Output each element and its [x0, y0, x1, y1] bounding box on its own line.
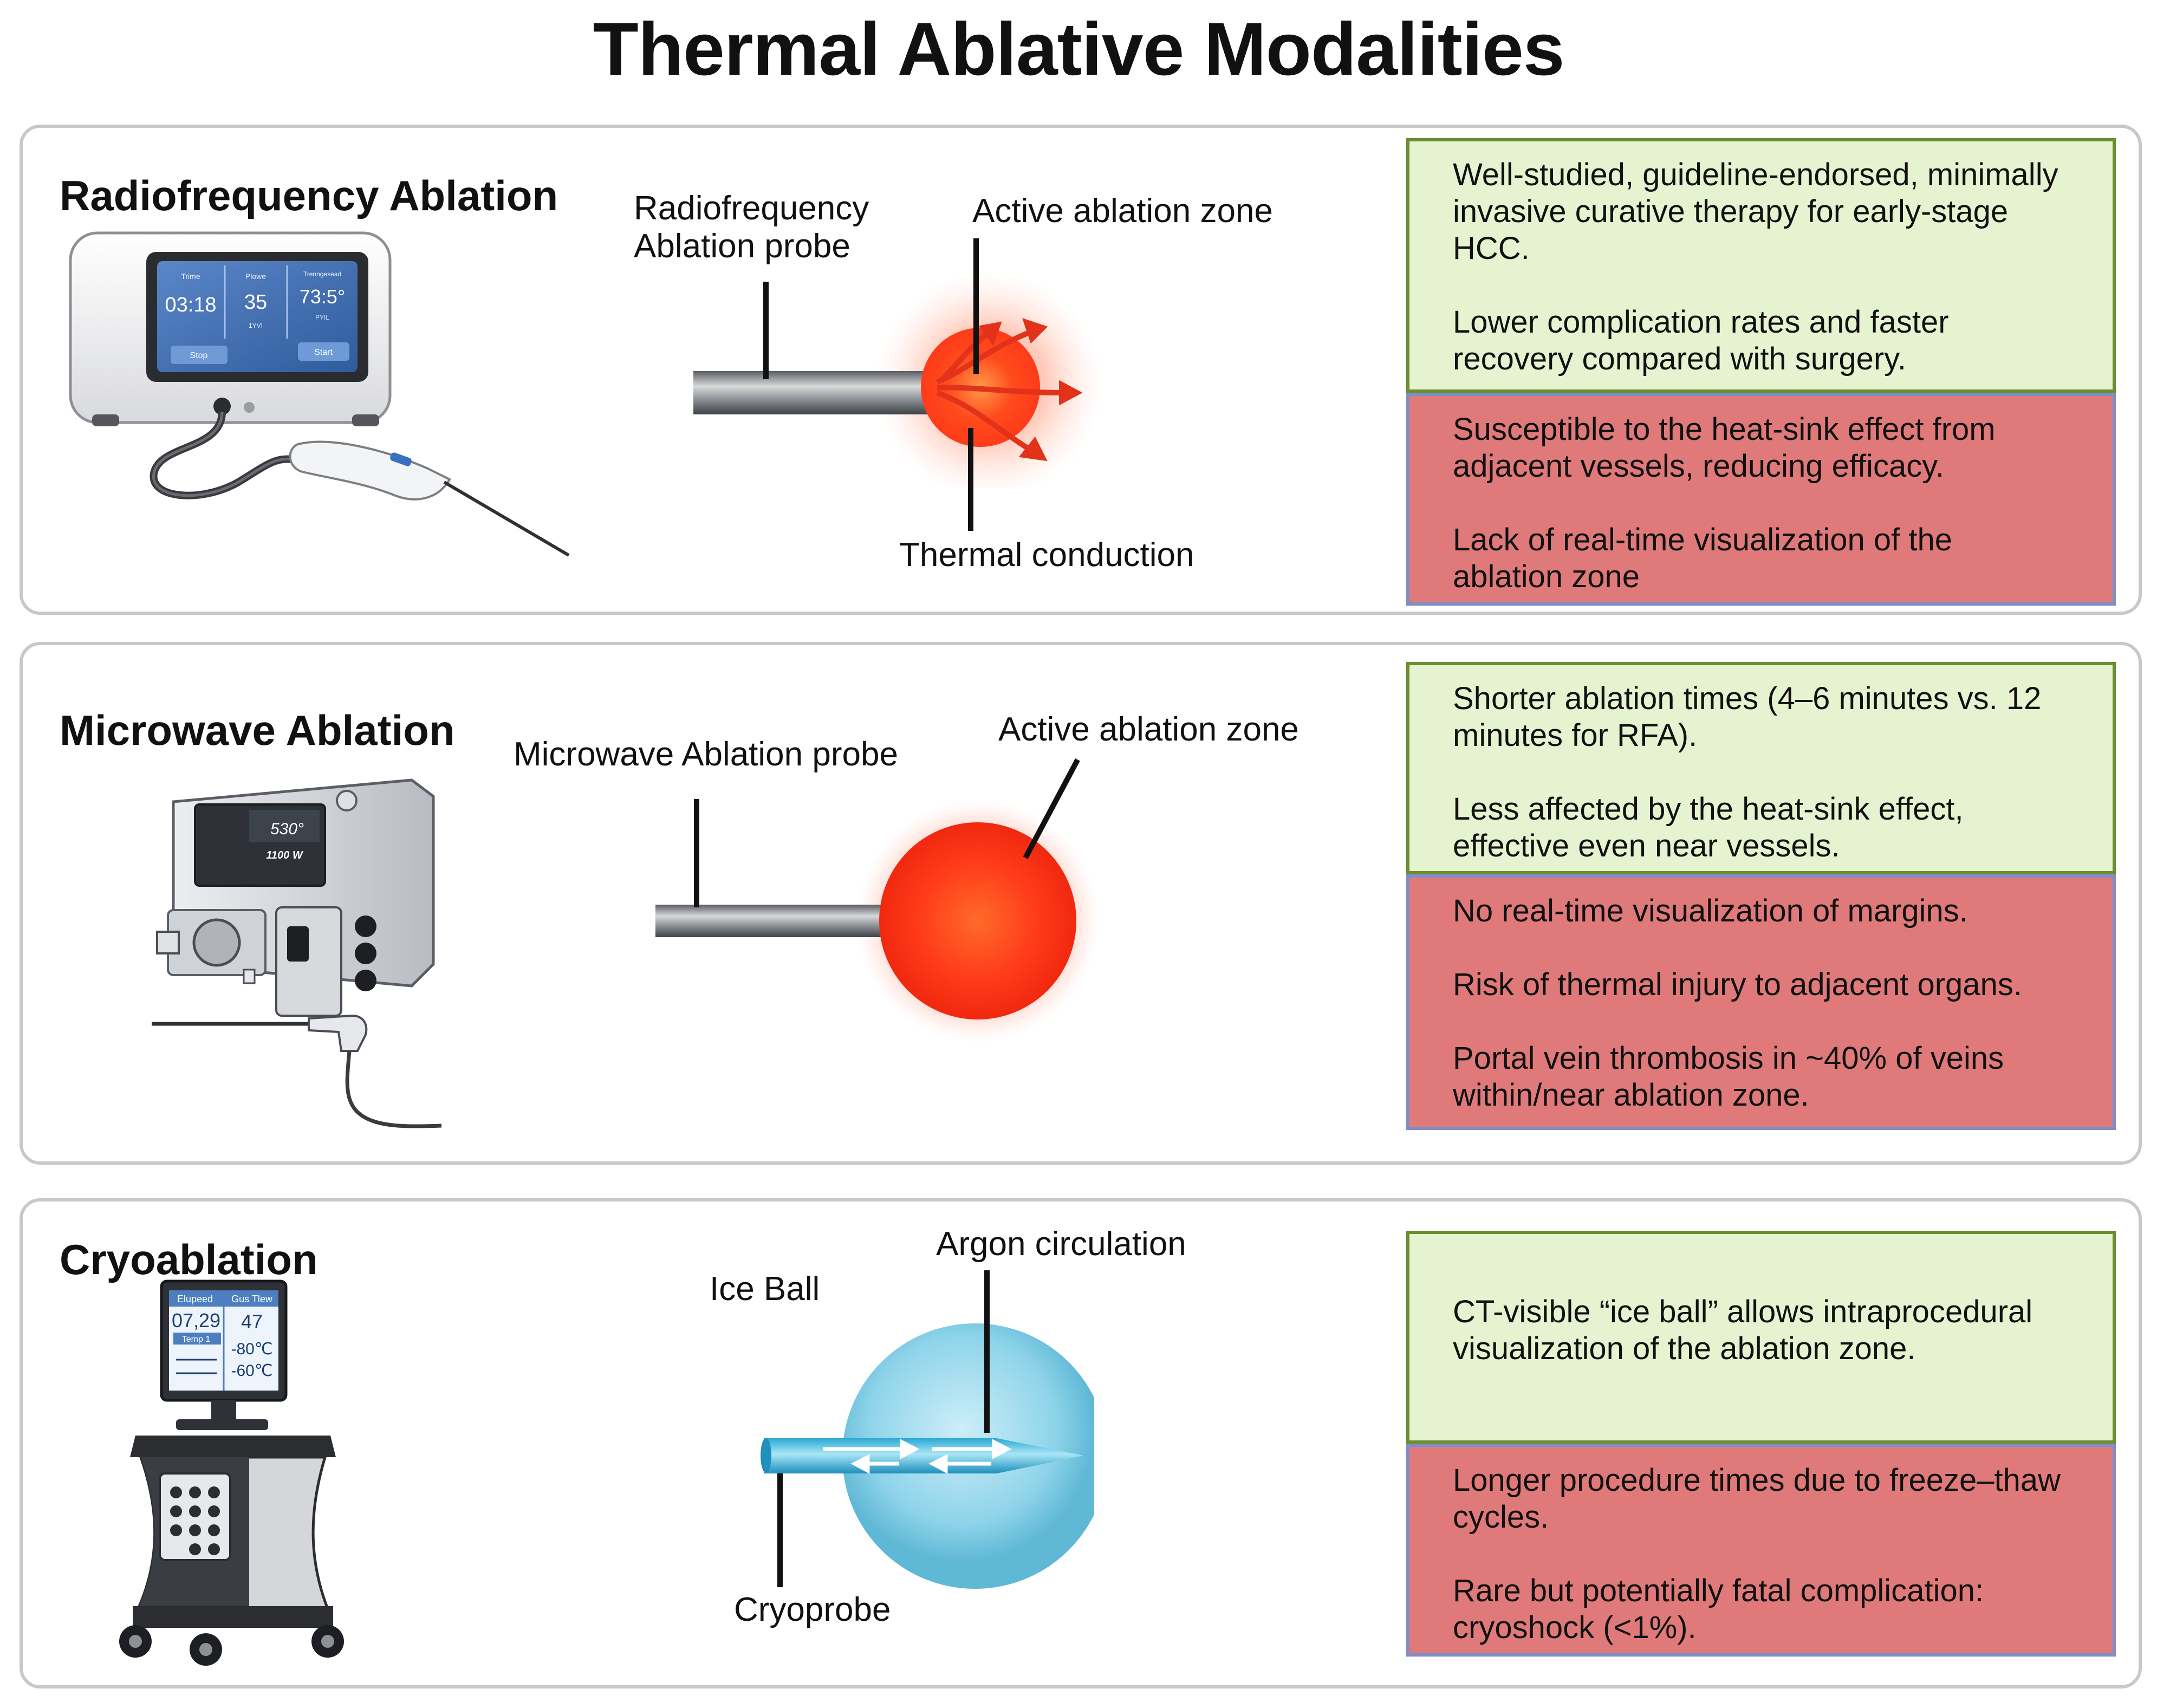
rfa-probe-diagram — [693, 271, 1102, 488]
cryo-probe-label: Cryoprobe — [734, 1591, 891, 1628]
cryo-screen-header-1: Elupeed — [177, 1294, 213, 1304]
cryo-console-illustration: Elupeed Gus Tlew 07,29 47 Temp 1 -80℃ -6… — [119, 1280, 344, 1666]
rfa-probe-label-line-1: Radiofrequency — [634, 190, 869, 227]
mwa-screen-temp: 530° — [270, 820, 304, 838]
cryo-disadvantage-2: Rare but potentially fatal complication:… — [1453, 1573, 1984, 1645]
cryo-disadvantage-1: Longer procedure times due to freeze–tha… — [1453, 1463, 2061, 1535]
cryo-screen-temp-2: -60℃ — [231, 1362, 272, 1380]
cryo-screen-temp-label: Temp 1 — [182, 1335, 211, 1344]
cryo-screen-value-1: 07,29 — [172, 1309, 220, 1332]
cryo-screen-temp-1: -80℃ — [231, 1340, 272, 1358]
cryo-advantages-box: CT-visible “ice ball” allows intraproced… — [1406, 1231, 2116, 1444]
rfa-screen-unit-3: PYIL — [315, 314, 329, 321]
rfa-screen-header-3: Trenngesead — [303, 270, 341, 278]
cryo-advantage-1: CT-visible “ice ball” allows intraproced… — [1453, 1294, 2033, 1366]
mwa-disadvantage-1: No real-time visualization of margins. — [1453, 893, 1968, 928]
mwa-disadvantage-2: Risk of thermal injury to adjacent organ… — [1453, 967, 2022, 1002]
mwa-disadvantage-3: Portal vein thrombosis in ~40% of veins … — [1453, 1041, 2004, 1113]
rfa-probe-label-line-2: Ablation probe — [634, 228, 850, 265]
mwa-heading: Microwave Ablation — [60, 706, 455, 754]
cryo-disadvantages-box: Longer procedure times due to freeze–tha… — [1406, 1444, 2116, 1657]
mwa-advantage-1: Shorter ablation times (4–6 minutes vs. … — [1453, 681, 2042, 753]
cryo-argon-label: Argon circulation — [936, 1225, 1186, 1263]
rfa-advantage-1: Well-studied, guideline-endorsed, minima… — [1453, 157, 2058, 266]
rfa-advantage-2: Lower complication rates and faster reco… — [1453, 304, 1949, 376]
rfa-screen-temp: 73:5° — [300, 285, 345, 308]
page-title: Thermal Ablative Modalities — [593, 8, 1564, 91]
rfa-conduction-label: Thermal conduction — [899, 536, 1194, 574]
cryo-heading: Cryoablation — [60, 1236, 318, 1283]
rfa-screen-header-1: Trime — [181, 272, 200, 281]
rfa-disadvantages-box: Susceptible to the heat-sink effect from… — [1406, 393, 2116, 606]
rfa-advantages-box: Well-studied, guideline-endorsed, minima… — [1406, 138, 2116, 393]
rfa-screen-time: 03:18 — [165, 294, 216, 316]
rfa-zone-label: Active ablation zone — [972, 192, 1273, 230]
mwa-zone-label: Active ablation zone — [998, 711, 1299, 748]
mwa-probe-label: Microwave Ablation probe — [514, 736, 898, 773]
cryo-screen-header-2: Gus Tlew — [231, 1294, 273, 1304]
mwa-advantage-2: Less affected by the heat-sink effect, e… — [1453, 791, 1964, 863]
rfa-screen-header-2: Plowe — [245, 272, 266, 281]
cryo-screen-value-2: 47 — [241, 1310, 263, 1333]
rfa-screen-start-button: Start — [314, 348, 333, 357]
mwa-generator-illustration: 530° 1100 W — [152, 778, 442, 1128]
rfa-screen-power: 35 — [244, 291, 267, 314]
rfa-disadvantage-1: Susceptible to the heat-sink effect from… — [1453, 412, 1996, 484]
mwa-probe-diagram — [655, 799, 1100, 1043]
rfa-generator-illustration: Trime Plowe Trenngesead 03:18 35 73:5° 1… — [69, 231, 570, 557]
rfa-disadvantage-2: Lack of real-time visualization of the a… — [1453, 522, 1952, 594]
rfa-screen-unit-2: 1YVI — [249, 322, 263, 329]
mwa-disadvantages-box: No real-time visualization of margins. R… — [1406, 874, 2116, 1130]
cryo-probe-diagram — [761, 1323, 1094, 1589]
rfa-screen-stop-button: Stop — [190, 351, 208, 360]
rfa-heading: Radiofrequency Ablation — [60, 172, 558, 219]
mwa-screen-power: 1100 W — [266, 849, 304, 861]
mwa-advantages-box: Shorter ablation times (4–6 minutes vs. … — [1406, 662, 2116, 874]
cryo-iceball-label: Ice Ball — [710, 1270, 820, 1308]
